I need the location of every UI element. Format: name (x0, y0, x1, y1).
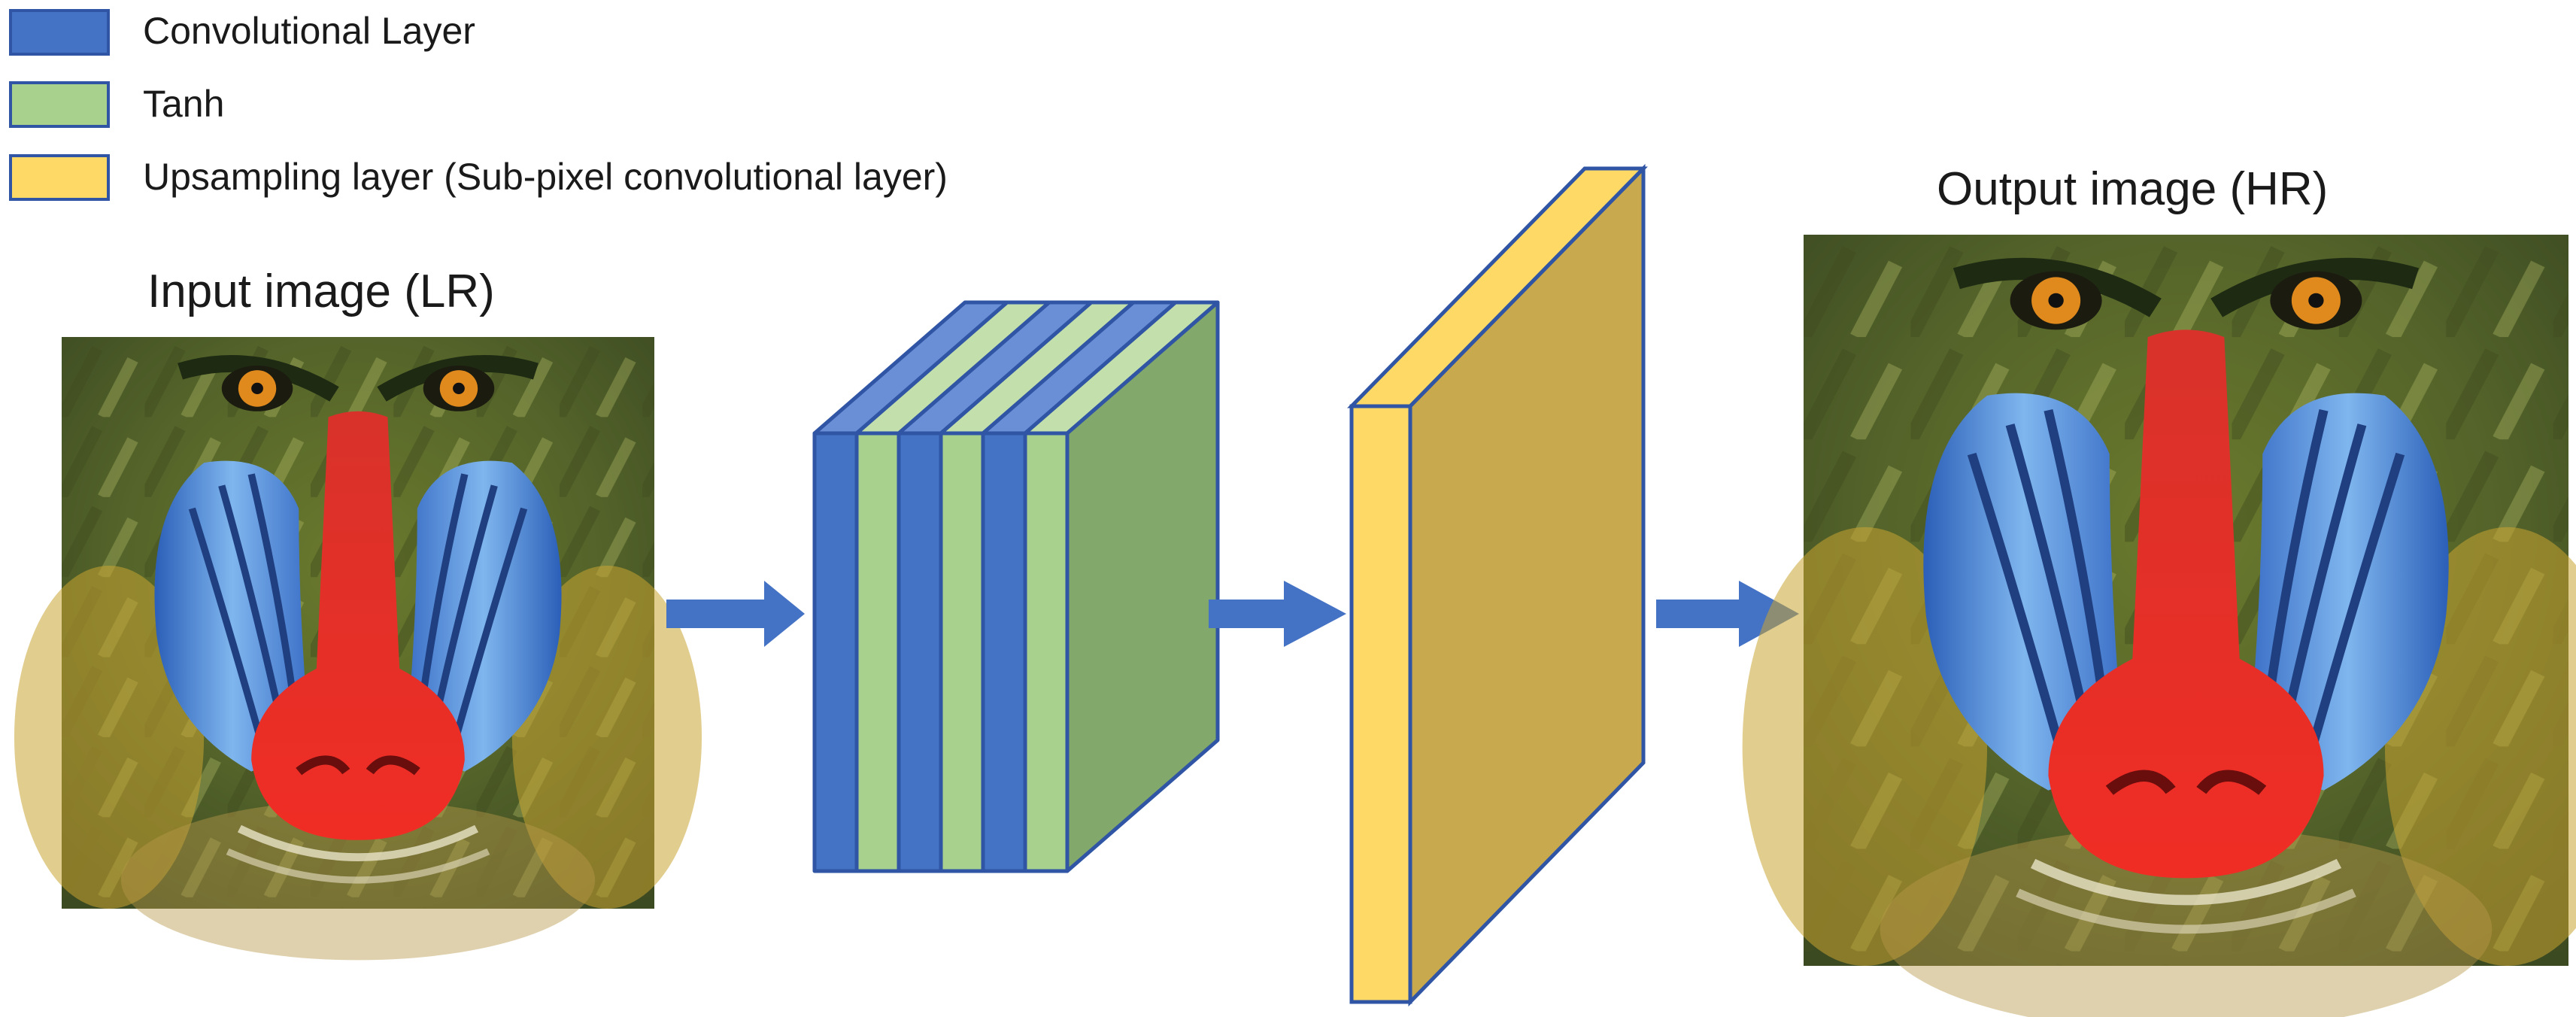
upsampling-layer-block (1347, 163, 1648, 1007)
legend-swatch-upsampling (9, 154, 110, 201)
arrow-input-to-network (666, 581, 805, 647)
legend-item-convolutional: Convolutional Layer (9, 9, 475, 56)
block-front-conv-1 (812, 431, 859, 873)
conv-tanh-layer-block (812, 300, 1220, 873)
input-image-title: Input image (LR) (147, 266, 495, 317)
upsampling-layer-side (1408, 163, 1646, 1007)
legend-label-upsampling: Upsampling layer (Sub-pixel convolutiona… (143, 156, 948, 198)
output-image-hr (1743, 235, 2576, 1017)
block-front-conv-3 (897, 431, 943, 873)
arrow-network-to-upsampling (1209, 581, 1346, 647)
legend: Convolutional Layer Tanh Upsampling laye… (9, 9, 948, 201)
block-front-conv-5 (981, 431, 1027, 873)
block-front-tanh-6 (1023, 431, 1070, 873)
legend-swatch-tanh (9, 81, 110, 128)
legend-label-convolutional: Convolutional Layer (143, 10, 475, 52)
output-image-title: Output image (HR) (1937, 163, 2328, 215)
legend-label-tanh: Tanh (143, 83, 224, 125)
legend-swatch-convolutional (9, 9, 110, 56)
legend-item-upsampling: Upsampling layer (Sub-pixel convolutiona… (9, 154, 948, 201)
legend-item-tanh: Tanh (9, 81, 224, 128)
input-image-lr (14, 337, 702, 960)
upsampling-layer-front (1349, 404, 1412, 1004)
block-front-tanh-2 (854, 431, 901, 873)
block-front-tanh-4 (939, 431, 985, 873)
